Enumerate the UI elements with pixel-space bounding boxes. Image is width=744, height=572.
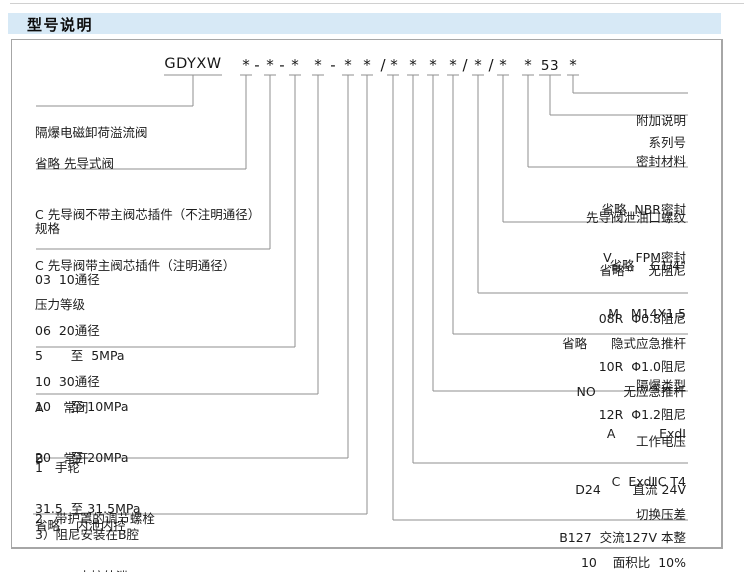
right-section-switching-pressure-diff: 切换压差 10 面积比 10% 17 面积比 17%	[581, 475, 686, 572]
left-section-valve-name: 隔爆电磁卸荷溢流阀	[35, 90, 148, 175]
label-line: 密封材料	[635, 154, 686, 169]
label-line: 10 至 10MPa	[35, 399, 129, 414]
label-line: NO 无应急推杆	[576, 384, 686, 399]
label-line: 10 30通径	[35, 374, 100, 389]
page-top-rule	[10, 3, 744, 4]
label-line: 省略 NBR密封	[601, 202, 686, 217]
model-code-token: -	[330, 56, 336, 74]
label-line: 附加说明	[635, 113, 686, 128]
right-section-seal-material: 密封材料 省略 NBR密封 V FPM密封	[601, 122, 686, 298]
label-line: 先导阀泄油口螺纹	[585, 210, 686, 225]
right-section-working-voltage: 工作电压 D24 直流 24V B127 交流127V 本整 B220 交流 2…	[559, 402, 686, 572]
label-line: 2 带护罩的调节螺栓	[35, 511, 155, 526]
left-section-pilot-type: 省略 先导式阀 C 先导阀不带主阀芯插件（不注明通径） C 先导阀带主阀芯插件（…	[35, 121, 260, 308]
right-section-damping: 省略³⁾ 无阻尼 08R Φ0.8阻尼 10R Φ1.0阻尼 12R Φ1.2阻…	[599, 231, 686, 455]
label-line: 规格	[35, 221, 61, 236]
label-line: 12R Φ1.2阻尼	[598, 407, 686, 422]
model-code-token: *	[569, 56, 577, 74]
label-line: 切换压差	[635, 507, 686, 522]
model-code-token: /	[462, 56, 468, 74]
right-section-additional-note: 附加说明	[636, 81, 686, 161]
label-line: 工作电压	[635, 434, 686, 449]
label-line: 省略 先导式阀	[35, 156, 114, 171]
model-code-prefix: GDYXW	[164, 56, 222, 72]
right-section-emergency-rod: 省略 隐式应急推杆 NO 无应急推杆	[562, 304, 686, 432]
model-code-token: *	[363, 56, 371, 74]
model-code-token: *	[291, 56, 299, 74]
footnote: 3）阻尼安装在B腔	[35, 527, 140, 542]
left-section-drain-control: 省略 内泄内控 Y 内控外泄	[35, 483, 128, 572]
label-line: M M14X1.5	[608, 306, 686, 321]
model-code-token: *	[499, 56, 507, 74]
label-line: V FPM密封	[603, 250, 686, 265]
section-header-bar: 型号说明	[8, 13, 721, 34]
label-line: 隔爆类型	[635, 378, 686, 393]
left-section-normal-state: A 常闭 B 常开	[35, 365, 88, 501]
label-line: 20 至 20MPa	[35, 450, 129, 465]
label-line: D24 直流 24V	[575, 482, 686, 497]
label-line: 5 至 5MPa	[35, 348, 125, 363]
model-code-token: *	[449, 56, 457, 74]
label-line: C 先导阀带主阀芯插件（注明通径）	[35, 258, 236, 273]
model-code-token: *	[390, 56, 398, 74]
right-section-pilot-drain-thread: 先导阀泄油口螺纹 省略 G1/4" M M14X1.5	[586, 178, 686, 354]
model-code-token: *	[242, 56, 250, 74]
label-line: 省略 G1/4"	[609, 258, 686, 273]
right-section-series-number: 系列号	[648, 103, 686, 183]
label-line: C ExdⅡC T4	[611, 474, 686, 489]
label-line: 31.5 至 31.5MPa	[35, 501, 141, 516]
label-line: 08R Φ0.8阻尼	[598, 311, 686, 326]
label-line: B 常开	[35, 451, 89, 466]
label-line: 03 10通径	[35, 272, 100, 287]
model-code-token: -	[279, 56, 285, 74]
section-title: 型号说明	[27, 16, 94, 34]
label-line: 隔爆电磁卸荷溢流阀	[35, 125, 148, 140]
label-line: C 先导阀不带主阀芯插件（不注明通径）	[35, 207, 261, 222]
left-section-adjustment: 1 手轮 2 带护罩的调节螺栓	[35, 425, 155, 561]
label-line: A 常闭	[35, 400, 89, 415]
model-code-token: *	[524, 56, 532, 74]
label-line: 06 20通径	[35, 323, 100, 338]
model-code-token: *	[474, 56, 482, 74]
left-section-pressure-grade: 压力等级 5 至 5MPa 10 至 10MPa 20 至 20MPa 31.5…	[35, 262, 141, 551]
model-code-diagram-box	[11, 39, 723, 549]
model-code-token: *	[314, 56, 322, 74]
label-line: 省略 隐式应急推杆	[562, 336, 686, 351]
label-line: A ExdⅠ	[606, 426, 686, 441]
label-line: 10 面积比 10%	[580, 555, 686, 570]
model-code-token: /	[488, 56, 494, 74]
model-code-token: *	[409, 56, 417, 74]
model-code-token: *	[429, 56, 437, 74]
label-line: 省略 内泄内控	[35, 518, 126, 533]
model-code-series-token: 53	[540, 58, 560, 74]
label-line: 10R Φ1.0阻尼	[598, 359, 686, 374]
left-section-size: 规格 03 10通径 06 20通径 10 30通径	[35, 186, 100, 424]
label-line: 1 手轮	[35, 460, 80, 475]
model-code-token: -	[254, 56, 260, 74]
model-code-token: *	[266, 56, 274, 74]
label-line: Y 内控外泄	[35, 568, 128, 572]
label-line: 省略³⁾ 无阻尼	[599, 263, 686, 278]
label-line: 压力等级	[35, 297, 86, 312]
label-line: B127 交流127V 本整	[559, 530, 686, 545]
label-line: 系列号	[648, 135, 686, 150]
model-code-token: *	[344, 56, 352, 74]
right-section-explosion-proof-type: 隔爆类型 A ExdⅠ C ExdⅡC T4	[607, 346, 686, 522]
model-code-token: /	[380, 56, 386, 74]
